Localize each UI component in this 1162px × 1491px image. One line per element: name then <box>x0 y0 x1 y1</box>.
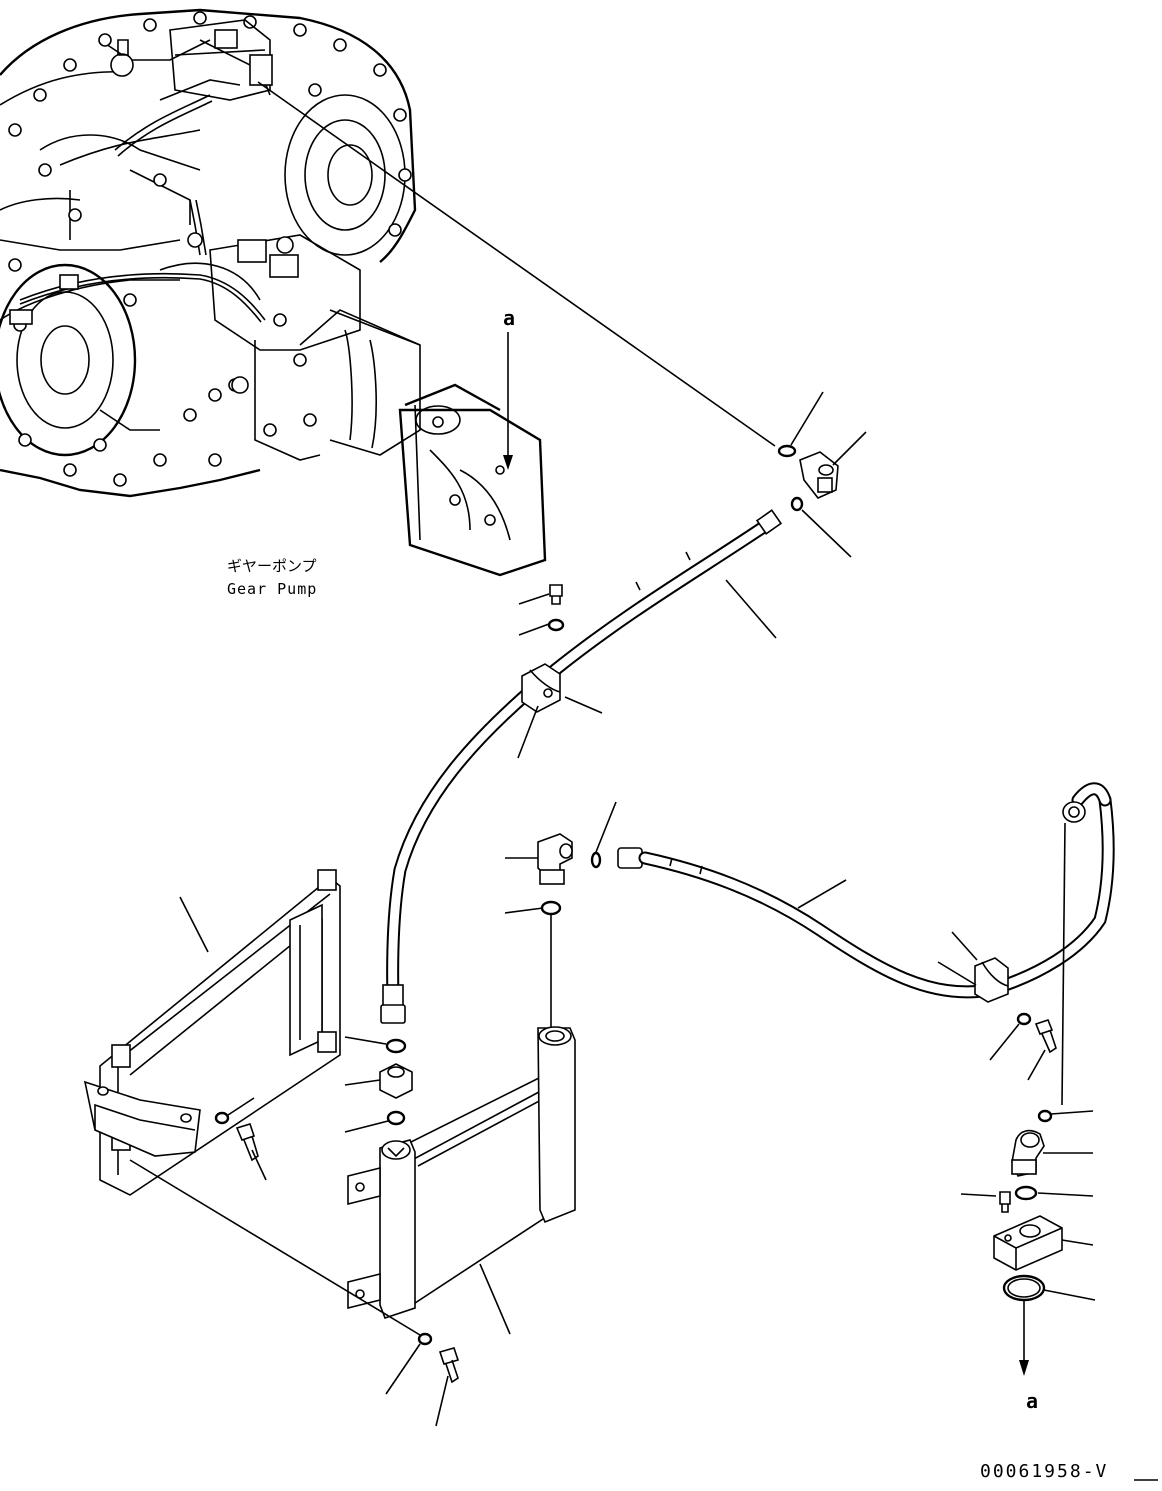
hose-clamp-1 <box>521 663 561 713</box>
leader-hose-1 <box>725 579 777 639</box>
right-fitting-stack <box>960 822 1096 1376</box>
leader-lines-top <box>790 391 867 558</box>
drawing-code: 00061958-V <box>980 1461 1108 1482</box>
pump-name-ja: ギヤーポンプ <box>227 557 317 575</box>
bracket-bolts <box>129 1097 460 1427</box>
o-ring-top-2 <box>790 496 804 512</box>
leader-valve-to-elbow <box>257 81 776 447</box>
o-ring-top-1 <box>777 444 797 458</box>
transmission-housing <box>0 8 417 498</box>
pump-name-en: Gear Pump <box>227 580 317 598</box>
cooler-bracket <box>83 869 341 1196</box>
valve-block <box>9 19 273 325</box>
oil-cooler <box>347 1026 576 1335</box>
cooler-elbow <box>504 801 617 1060</box>
left-adapter-stack <box>344 1036 413 1133</box>
elbow-fitting-top <box>777 444 839 512</box>
hose-cooler-to-block <box>617 782 1115 999</box>
housing-bolts <box>8 11 412 487</box>
hose-clamp-2 <box>937 931 1057 1081</box>
gear-pump <box>209 234 547 577</box>
ref-mark-top: a <box>503 306 515 330</box>
ref-mark-bottom: a <box>1026 1389 1038 1413</box>
ref-arrow-top <box>503 455 513 470</box>
clamp-bolt-1 <box>517 584 603 759</box>
hose-pump-to-cooler <box>380 509 783 1024</box>
leader-hose-2 <box>797 879 847 909</box>
